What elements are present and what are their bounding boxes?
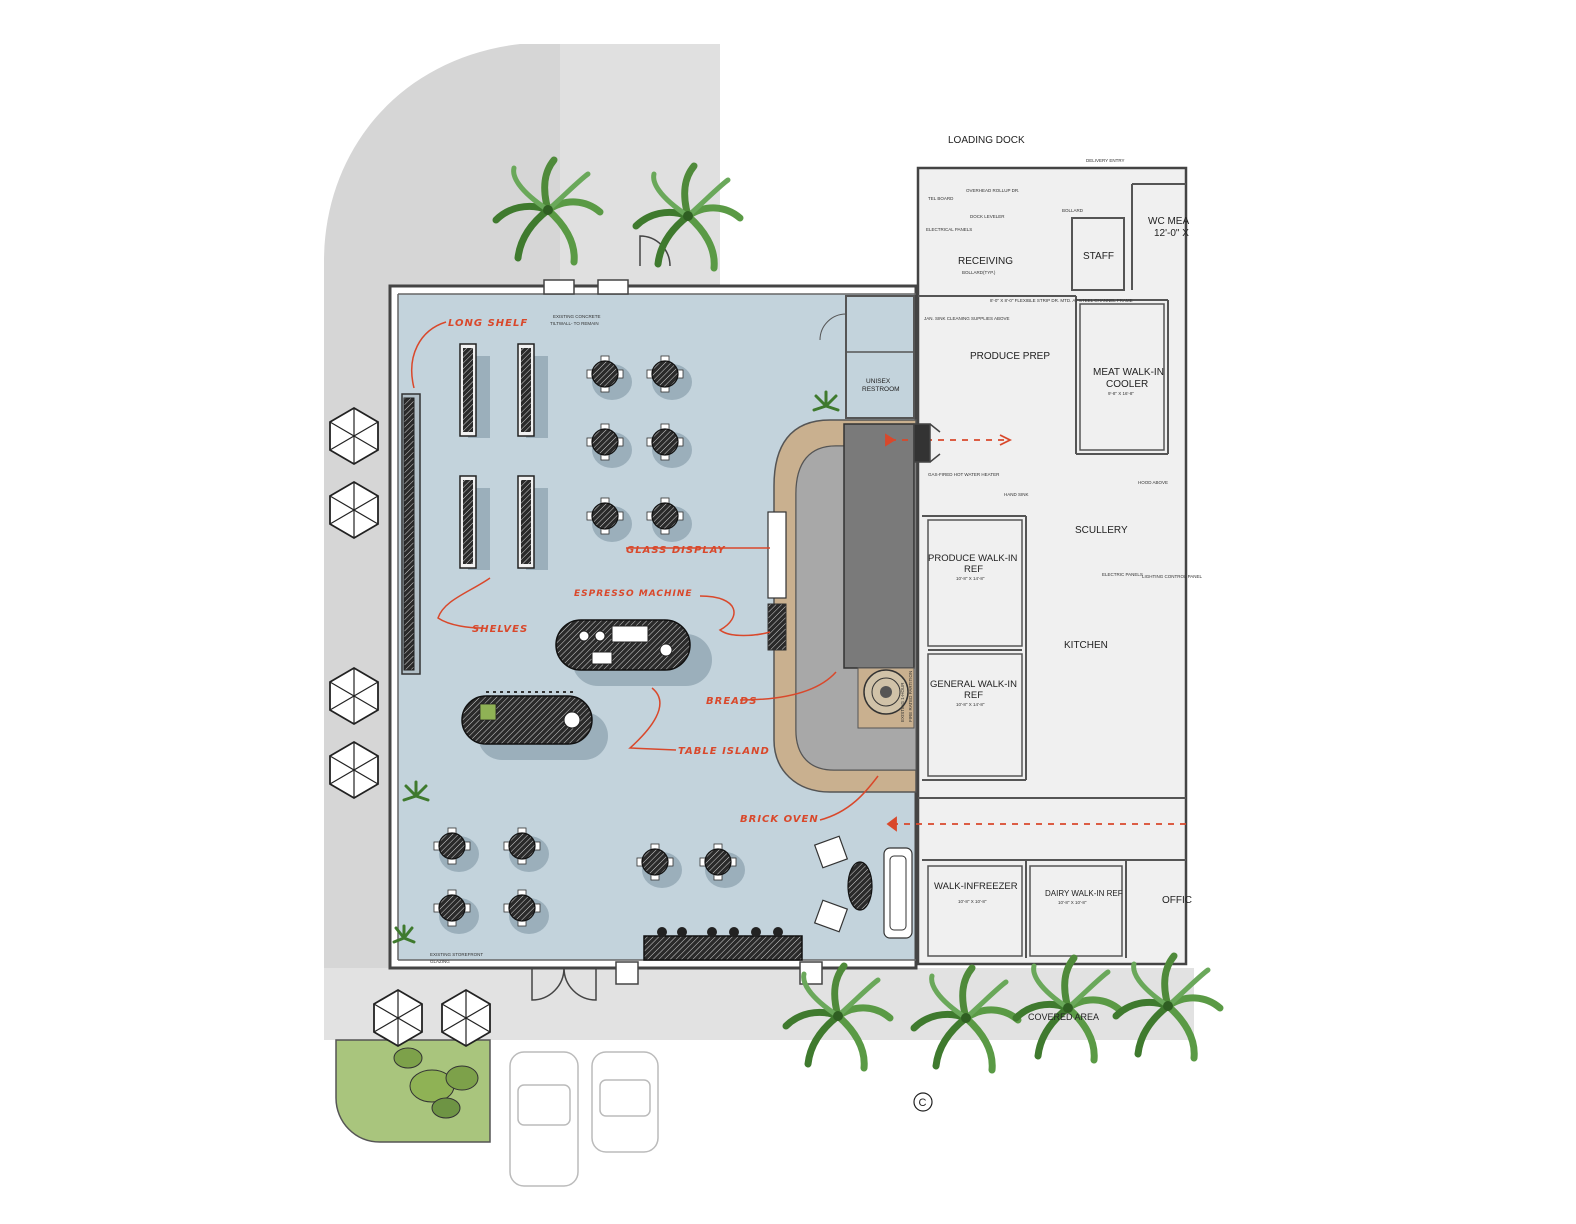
glass-display-case	[767, 511, 787, 599]
note-janitor: JAN. SINK CLEANING SUPPLIES ABOVE	[924, 316, 1010, 321]
shrub-cluster	[393, 1047, 479, 1119]
label-general-ref-dim: 10'-8" X 14'-8"	[956, 702, 985, 707]
sheet-marker	[913, 1092, 933, 1112]
note-electric-panels: ELECTRIC PANELS	[1102, 572, 1143, 577]
label-meat-cooler-dim: 9'-8" X 16'-8"	[1108, 391, 1134, 396]
general-ref-room	[927, 653, 1023, 777]
bread-shelf	[767, 603, 787, 651]
espresso-island	[555, 619, 712, 686]
note-tel-board: TEL BOARD	[928, 196, 954, 201]
label-office: OFFIC	[1162, 895, 1192, 906]
kitchen-doors[interactable]	[913, 423, 941, 463]
annotation-espresso-machine: ESPRESSO MACHINE	[574, 589, 693, 599]
entry-doors[interactable]	[531, 967, 597, 1001]
label-kitchen: KITCHEN	[1064, 640, 1108, 651]
label-existing-concrete-2: TILTWALL- TO REMAIN	[550, 321, 599, 326]
label-unisex-1: UNISEX	[866, 378, 891, 385]
note-bollard: BOLLARD	[1062, 208, 1084, 213]
north-door[interactable]	[639, 235, 671, 267]
note-strip-door: 8'-0" X 8'-0" FLEXIBLE STRIP DR. MTD. AT…	[990, 298, 1133, 303]
label-meat-cooler-2: COOLER	[1106, 379, 1148, 390]
annotation-table-island: TABLE ISLAND	[678, 746, 770, 757]
label-dairy-ref: DAIRY WALK-IN REF	[1045, 889, 1123, 898]
bar-counter	[643, 927, 803, 961]
label-produce-ref-dim: 10'-8" X 14'-8"	[956, 576, 985, 581]
circulation-arrows	[885, 433, 1186, 832]
label-covered-area: COVERED AREA	[1028, 1012, 1099, 1022]
dairy-room	[1029, 865, 1123, 957]
label-meat-cooler-1: MEAT WALK-IN	[1093, 367, 1164, 378]
table-island	[461, 691, 608, 760]
parked-car-1	[509, 1051, 579, 1187]
parked-car-2	[591, 1051, 659, 1153]
shelf-units	[459, 343, 548, 570]
note-water-heater: GAS-FIRED HOT WATER HEATER	[928, 472, 1000, 477]
label-general-ref-1: GENERAL WALK-IN	[930, 679, 1017, 690]
label-produce-prep: PRODUCE PREP	[970, 351, 1050, 362]
label-existing-concrete-1: EXISTING CONCRETE	[553, 314, 601, 319]
back-counter	[843, 423, 915, 669]
label-staff: STAFF	[1083, 251, 1114, 262]
label-scullery: SCULLERY	[1075, 525, 1128, 536]
label-walk-in-freezer: WALK-INFREEZER	[934, 881, 1018, 892]
label-dairy-ref-dim: 10'-8" X 10'-8"	[1058, 900, 1087, 905]
label-wc-meat-dim: 12'-0" X	[1154, 228, 1189, 239]
exterior-wall	[388, 284, 918, 970]
sheet-marker-label: C	[919, 1097, 927, 1109]
annotation-brick-oven: BRICK OVEN	[740, 814, 819, 825]
unisex-restroom	[845, 295, 915, 419]
note-lighting-control: LIGHTING CONTROL PANEL	[1142, 574, 1203, 579]
label-walk-in-freezer-dim: 10'-8" X 10'-8"	[958, 899, 987, 904]
label-produce-ref-1: PRODUCE WALK-IN	[928, 553, 1018, 564]
boh-walls	[918, 183, 1186, 958]
label-wc-meat: WC MEA	[1148, 216, 1189, 227]
storefront-columns	[543, 279, 823, 985]
label-partition-1: EXISTING 1-HOUR	[900, 682, 905, 722]
label-unisex-2: RESTROOM	[862, 386, 900, 393]
lounge-seating	[813, 835, 913, 939]
annotation-breads: BREADS	[706, 696, 757, 707]
annotation-long-shelf: LONG SHELF	[448, 318, 528, 329]
annotation-leaders	[411, 321, 879, 821]
brick-oven	[863, 669, 909, 715]
meat-cooler-room	[1079, 303, 1165, 451]
label-general-ref-2: REF	[964, 690, 983, 701]
freezer-room	[927, 865, 1023, 957]
note-hood-above: HOOD ABOVE	[1138, 480, 1168, 485]
note-overhead-door: OVERHEAD ROLLUP DR.	[966, 188, 1019, 193]
label-loading-dock: LOADING DOCK	[948, 135, 1025, 146]
note-electrical-panels: ELECTRICAL PANELS	[926, 227, 972, 232]
note-hand-sink: HAND SINK	[1004, 492, 1029, 497]
note-bollards: BOLLARD(TYP.)	[962, 270, 996, 275]
note-dock-leveler: DOCK LEVELER	[970, 214, 1005, 219]
label-existing-storefront-2: GLAZING	[430, 959, 450, 964]
produce-ref-room	[927, 519, 1023, 647]
annotation-glass-display: GLASS DISPLAY	[626, 545, 726, 556]
label-receiving: RECEIVING	[958, 256, 1013, 267]
label-partition-2: FIRE RATED PARTITION	[908, 671, 913, 722]
annotation-shelves: SHELVES	[472, 624, 528, 635]
potted-plants	[392, 390, 840, 944]
label-existing-storefront-1: EXISTING STOREFRONT	[430, 952, 483, 957]
long-shelf	[401, 393, 421, 675]
label-produce-ref-2: REF	[964, 564, 983, 575]
label-delivery-entry: DELIVERY ENTRY	[1086, 158, 1125, 163]
